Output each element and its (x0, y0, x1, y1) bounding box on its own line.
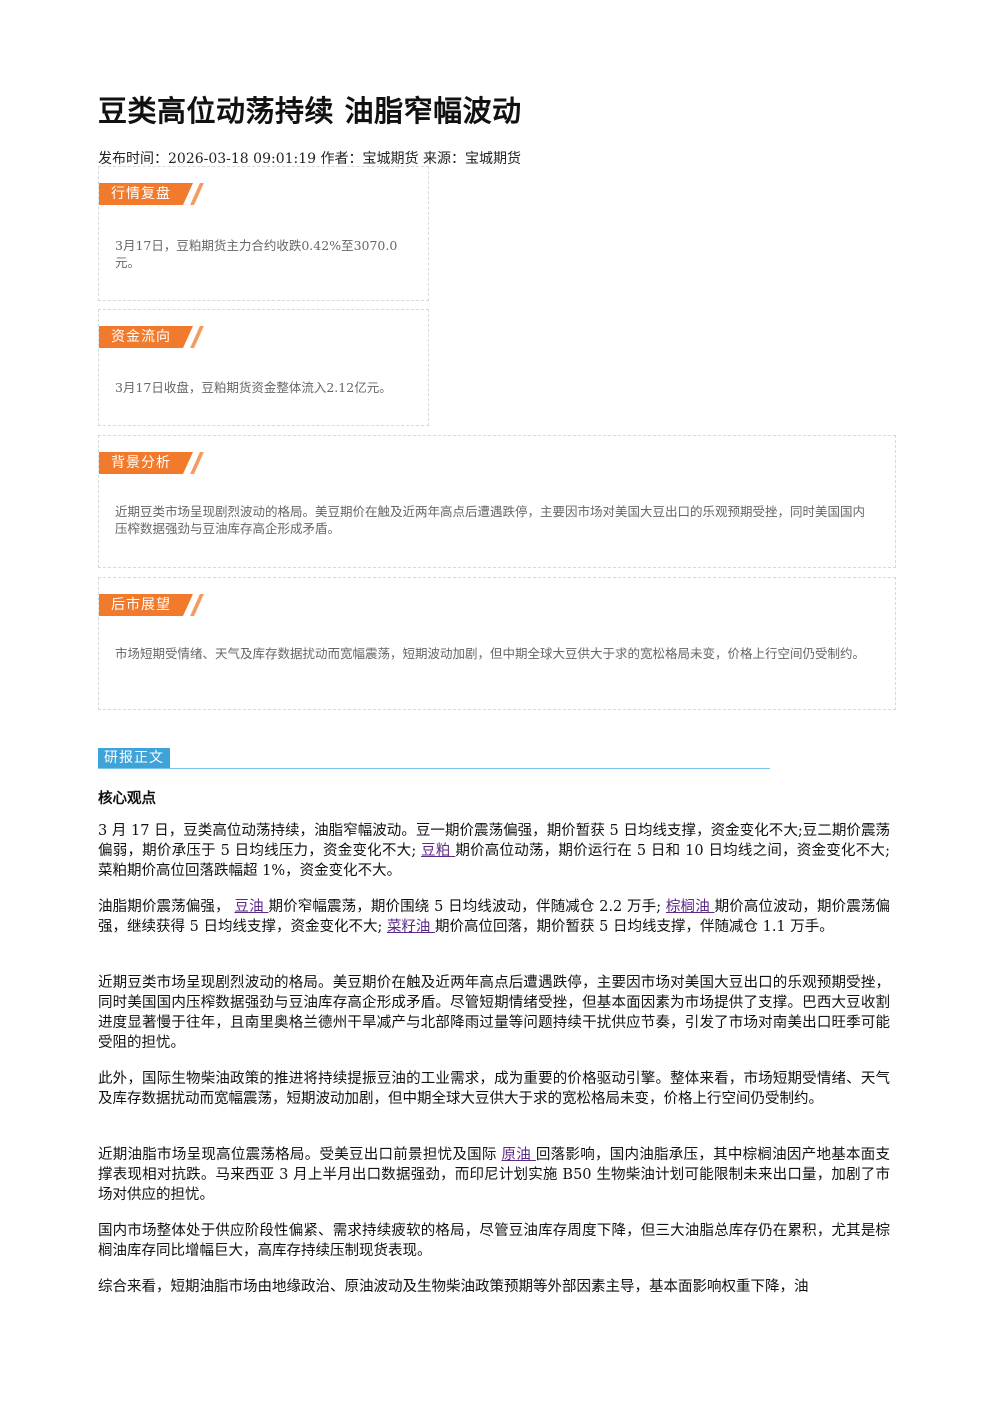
paragraph-2: 油脂期价震荡偏强， 豆油 期价窄幅震荡，期价围绕 5 日均线波动，伴随减仓 2.… (98, 897, 890, 937)
paragraph-1: 3 月 17 日，豆类高位动荡持续，油脂窄幅波动。豆一期价震荡偏强，期价暂获 5… (98, 821, 890, 881)
p2-text-b: 期价窄幅震荡，期价围绕 5 日均线波动，伴随减仓 2.2 万手; (268, 899, 666, 915)
background-analysis-box: 背景分析 近期豆类市场呈现剧烈波动的格局。美豆期价在触及近两年高点后遭遇跌停，主… (98, 435, 896, 568)
paragraph-7: 综合来看，短期油脂市场由地缘政治、原油波动及生物柴油政策预期等外部因素主导，基本… (98, 1279, 809, 1295)
capital-flow-text: 3月17日收盘，豆粕期货资金整体流入2.12亿元。 (115, 380, 392, 395)
p2-text-d: 期价高位回落，期价暂获 5 日均线支撑，伴随减仓 1.1 万手。 (435, 919, 834, 935)
paragraph-5: 近期油脂市场呈现高位震荡格局。受美豆出口前景担忧及国际 原油 回落影响，国内油脂… (98, 1145, 890, 1205)
article-meta: 发布时间：2026-03-18 09:01:19 作者：宝城期货 来源：宝城期货 (98, 151, 521, 167)
paragraph-4: 此外，国际生物柴油政策的推进将持续提振豆油的工业需求，成为重要的价格驱动引擎。整… (98, 1071, 890, 1107)
p5-text-a: 近期油脂市场呈现高位震荡格局。受美豆出口前景担忧及国际 (98, 1147, 502, 1163)
link-soymeal[interactable]: 豆粕 (421, 843, 456, 859)
link-rapeseed-oil[interactable]: 菜籽油 (386, 919, 436, 935)
p5-text-b: 回落影响，国内油脂承压，其中棕榈油因产地基本面支撑表现相对抗跌。马来西亚 3 月… (98, 1147, 891, 1203)
p1-text-b: 期价高位动荡，期价运行在 5 日和 10 日均线之间，资金变化不大;菜粕期价高位… (98, 843, 891, 879)
link-palm-oil[interactable]: 棕榈油 (665, 899, 715, 915)
market-review-text: 3月17日，豆粕期货主力合约收跌0.42%至3070.0元。 (115, 238, 398, 270)
link-soybean-oil[interactable]: 豆油 (234, 899, 269, 915)
report-section-label: 研报正文 (98, 748, 170, 769)
outlook-box: 后市展望 市场短期受情绪、天气及库存数据扰动而宽幅震荡，短期波动加剧，但中期全球… (98, 577, 896, 710)
section-divider (98, 768, 770, 769)
article-title: 豆类高位动荡持续 油脂窄幅波动 (98, 94, 522, 128)
paragraph-3: 近期豆类市场呈现剧烈波动的格局。美豆期价在触及近两年高点后遭遇跌停，主要因市场对… (98, 975, 890, 1051)
p2-text-a: 油脂期价震荡偏强， (98, 899, 235, 915)
capital-flow-box: 资金流向 3月17日收盘，豆粕期货资金整体流入2.12亿元。 (98, 309, 429, 426)
p2-text-c: 期价高位波动，期价震荡偏强，继续获得 5 日均线支撑，资金变化不大; (98, 899, 891, 935)
background-analysis-tag: 背景分析 (99, 452, 193, 474)
core-view-heading: 核心观点 (98, 790, 156, 807)
capital-flow-tag: 资金流向 (99, 326, 193, 348)
p1-text-a: 3 月 17 日，豆类高位动荡持续，油脂窄幅波动。豆一期价震荡偏强，期价暂获 5… (98, 823, 890, 859)
background-analysis-text: 近期豆类市场呈现剧烈波动的格局。美豆期价在触及近两年高点后遭遇跌停，主要因市场对… (115, 504, 866, 536)
outlook-tag: 后市展望 (99, 594, 193, 616)
market-review-box: 行情复盘 3月17日，豆粕期货主力合约收跌0.42%至3070.0元。 (98, 166, 429, 301)
report-section-header: 研报正文 (98, 748, 770, 770)
outlook-text: 市场短期受情绪、天气及库存数据扰动而宽幅震荡，短期波动加剧，但中期全球大豆供大于… (115, 646, 866, 661)
market-review-tag: 行情复盘 (99, 183, 193, 205)
link-crude-oil[interactable]: 原油 (501, 1147, 536, 1163)
paragraph-6: 国内市场整体处于供应阶段性偏紧、需求持续疲软的格局，尽管豆油库存周度下降，但三大… (98, 1223, 890, 1259)
